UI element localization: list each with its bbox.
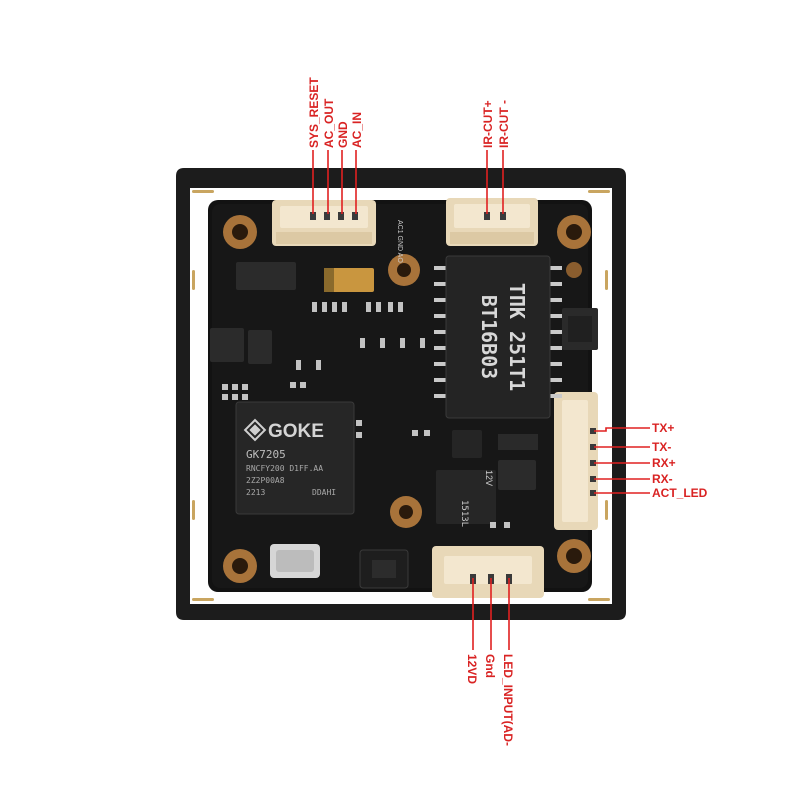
callout-lines: [312, 150, 650, 650]
label-ac-in: AC_IN: [350, 112, 364, 148]
label-ir-cut-minus: IR-CUT -: [497, 100, 511, 148]
regulator-chip: [436, 470, 496, 524]
frame-slot: [192, 598, 214, 601]
soc-line-2: RNCFY200 D1FF.AA: [246, 464, 323, 473]
label-gnd: GND: [336, 121, 350, 148]
frame-slot: [192, 500, 195, 520]
mounting-hole: [557, 215, 591, 249]
silk-ac-gnd: AC1 GND AO: [396, 220, 403, 263]
goke-logo-icon: [243, 418, 267, 442]
soc-model: GK7205: [246, 448, 286, 461]
transformer-text-2: BT16B03: [477, 295, 501, 379]
frame-slot: [605, 500, 608, 520]
soc-logo-text: GOKE: [268, 421, 324, 442]
connector-bottom: [432, 546, 544, 598]
frame-slot: [192, 270, 195, 290]
mounting-hole: [390, 496, 422, 528]
frame-slot: [588, 598, 610, 601]
ethernet-transformer: TПK 251T1 BT16B03: [434, 255, 562, 419]
soc-line-3: 2Z2P00A8: [246, 476, 285, 485]
mounting-pads: [223, 215, 591, 583]
tantalum-capacitor: [324, 268, 374, 292]
frame-slot: [605, 270, 608, 290]
connector-top-right: [446, 198, 538, 246]
mounting-hole: [557, 539, 591, 573]
connector-top-left: [272, 200, 376, 246]
smd-components: 1513L 12V AC1 GND AO: [210, 220, 598, 589]
connector-right: [554, 392, 598, 530]
transformer-text-1: TПK 251T1: [505, 283, 529, 391]
frame-slot: [192, 190, 214, 193]
pin-labels: SYS_RESET AC_OUT GND AC_IN IR-CUT+ IR-CU…: [307, 77, 708, 746]
goke-soc: GOKE GK7205 RNCFY200 D1FF.AA 2Z2P00A8 22…: [235, 401, 355, 515]
label-rx-minus: RX-: [652, 472, 673, 486]
label-12vd: 12VD: [465, 654, 479, 684]
small-chip-label: 1513L: [459, 500, 469, 527]
mounting-hole: [223, 549, 257, 583]
frame-slot: [588, 190, 610, 193]
label-rx-plus: RX+: [652, 456, 676, 470]
carrier-frame: [176, 168, 626, 620]
label-sys-reset: SYS_RESET: [307, 77, 321, 148]
label-led-input: LED_INPUT(AD-: [501, 654, 515, 746]
mounting-hole: [388, 254, 420, 286]
silk-12v: 12V: [484, 470, 494, 486]
label-tx-minus: TX-: [652, 440, 671, 454]
soc-line-5: DDAHI: [312, 488, 336, 497]
label-act-led: ACT_LED: [652, 486, 708, 500]
label-gnd-bottom: Gnd: [483, 654, 497, 678]
leader-tx-plus: [594, 427, 650, 432]
label-ac-out: AC_OUT: [322, 98, 336, 148]
label-tx-plus: TX+: [652, 421, 674, 435]
label-ir-cut-plus: IR-CUT+: [481, 100, 495, 148]
soc-line-4: 2213: [246, 488, 265, 497]
mounting-hole: [223, 215, 257, 249]
